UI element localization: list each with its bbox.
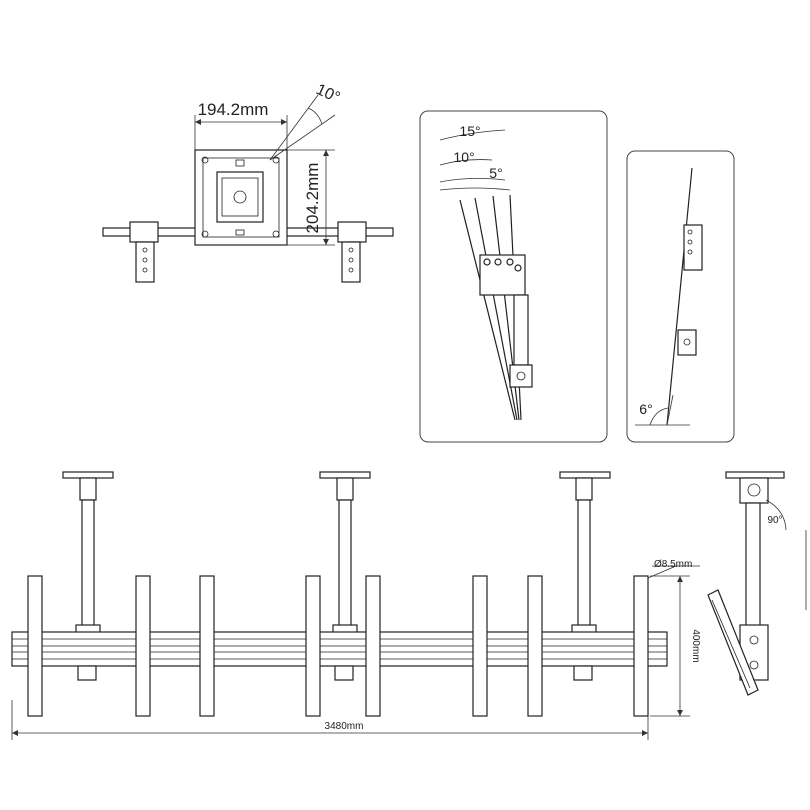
front-height-label: 400mm [690, 629, 701, 662]
tilt-panel-right-frame [626, 150, 735, 443]
front-ceiling-mount-3 [559, 471, 611, 634]
tilt-angle-10-label: 10° [453, 149, 474, 165]
tilt-angle-15-label: 15° [459, 123, 480, 139]
top-view-right-clamp [337, 221, 367, 283]
front-height-dimension: 400mm [650, 575, 701, 717]
front-beam [11, 631, 668, 667]
top-view-width-dimension: 194.2mm [194, 100, 288, 150]
front-width-label: 3480mm [325, 721, 364, 732]
tilt-brackets [479, 254, 533, 388]
top-view-plate [194, 149, 288, 246]
top-view-left-clamp [129, 221, 159, 283]
front-hole-dimension: Ø8.5mm [647, 559, 700, 579]
front-vertical-brackets [27, 575, 649, 717]
top-view-angle-dimension: 10° [269, 81, 342, 161]
front-width-dimension: 3480mm [11, 700, 649, 740]
top-view-height-dimension: 204.2mm [287, 149, 335, 246]
top-view-height-label: 204.2mm [303, 163, 322, 234]
front-ceiling-mount-2 [319, 471, 371, 634]
tilt-angle-6-label: 6° [639, 401, 652, 417]
tilt-panel-right: 6° [626, 150, 735, 443]
side-angle-90-label: 90° [767, 515, 782, 526]
front-ceiling-mount-1 [62, 471, 114, 634]
top-view-angle-label: 10° [313, 81, 342, 107]
side-view: 90° [707, 471, 807, 696]
front-hole-label: Ø8.5mm [654, 559, 692, 570]
top-view: 194.2mm 204.2mm 10° [102, 81, 394, 283]
top-view-width-label: 194.2mm [198, 100, 269, 119]
tilt-panel-left: 15° 10° 5° [419, 110, 608, 443]
front-view: Ø8.5mm 400mm 3480mm [11, 471, 701, 740]
tilt-angle-5-label: 5° [489, 165, 502, 181]
